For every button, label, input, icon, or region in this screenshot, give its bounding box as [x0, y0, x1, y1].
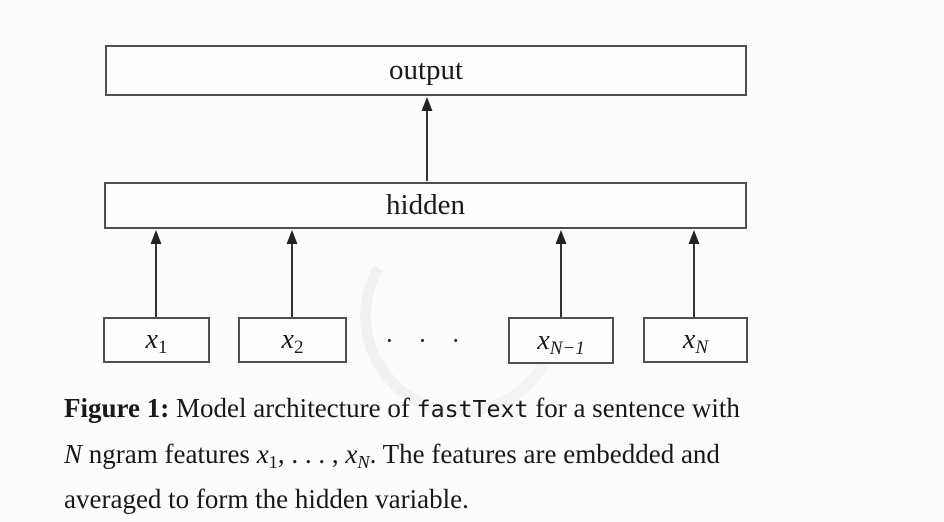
xn1-base: x: [537, 324, 550, 356]
x2-base: x: [281, 324, 294, 355]
caption-text: averaged to form the hidden variable.: [64, 484, 469, 514]
output-layer-label: output: [388, 54, 464, 86]
arrow-hidden-to-output: [421, 97, 433, 181]
caption-dots: , . . . ,: [277, 439, 346, 469]
xn-base: x: [682, 324, 696, 355]
caption-sub-1: 1: [268, 452, 278, 473]
x1-subscript: 1: [157, 337, 168, 359]
arrow-x2-to-hidden: [286, 230, 298, 317]
input-box-x2: x2: [238, 317, 347, 363]
input-box-x1: x1: [103, 317, 210, 363]
hidden-layer-box: hidden: [104, 182, 747, 229]
caption-fasttext-mono: fastText: [416, 396, 529, 423]
input-box-xn: xN: [643, 317, 748, 363]
caption-text: . The features are embedded and: [369, 439, 720, 469]
caption-math-N: N: [64, 439, 83, 469]
input-label-x1: x1: [145, 324, 168, 358]
figure-caption: Figure 1: Model architecture of fastText…: [64, 386, 824, 522]
caption-math-x: x: [345, 439, 358, 469]
input-label-xn: xN: [682, 324, 708, 358]
caption-line-2: N ngram features x1, . . . , xN. The fea…: [64, 432, 824, 477]
x2-subscript: 2: [293, 337, 304, 359]
arrow-xn-to-hidden: [688, 230, 700, 317]
output-layer-box: output: [105, 45, 747, 96]
caption-text: for a sentence with: [528, 393, 740, 423]
ellipsis-dots: · · ·: [385, 326, 469, 355]
caption-figure-number: Figure 1:: [64, 393, 170, 423]
caption-math-x: x: [256, 439, 269, 469]
caption-sub-N: N: [357, 452, 370, 473]
input-label-xn-minus-1: xN−1: [537, 324, 585, 358]
caption-text: ngram features: [82, 439, 257, 469]
arrow-x1-to-hidden: [150, 230, 162, 317]
input-label-x2: x2: [281, 324, 304, 358]
caption-line-3: averaged to form the hidden variable.: [64, 477, 824, 522]
caption-line-1: Figure 1: Model architecture of fastText…: [64, 386, 824, 432]
x1-base: x: [145, 324, 158, 355]
input-box-xn-minus-1: xN−1: [508, 317, 614, 364]
hidden-layer-label: hidden: [386, 189, 465, 221]
caption-text: Model architecture of: [169, 393, 417, 423]
xn-subscript: N: [695, 337, 709, 359]
xn1-subscript: N−1: [549, 337, 585, 359]
